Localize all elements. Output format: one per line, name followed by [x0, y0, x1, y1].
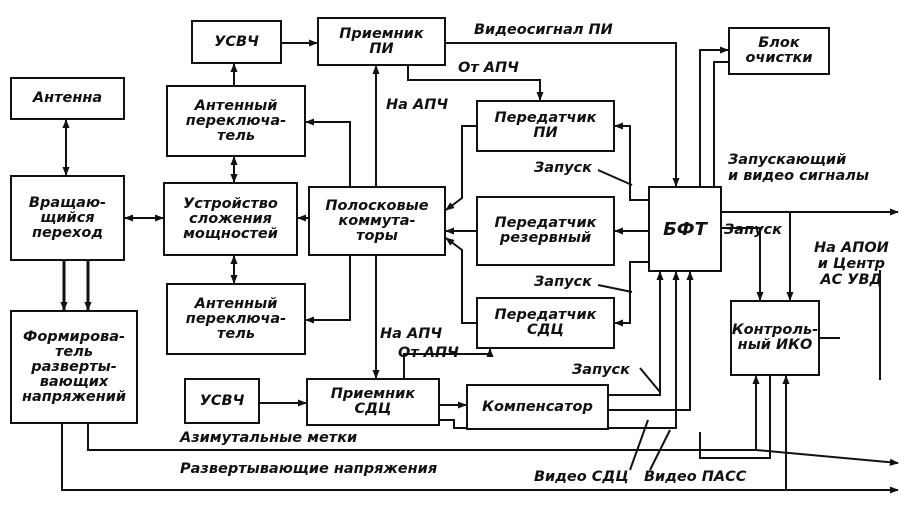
compensator-block: Компенсатор: [466, 384, 609, 430]
trigger-bottom-label: Запуск: [572, 362, 630, 378]
trigger-right-label: Запуск: [724, 222, 782, 238]
sweep-voltages-label: Развертывающие напряжения: [180, 461, 438, 477]
bft-block: БФТ: [648, 186, 722, 272]
azimuth-marks-label: Азимутальные метки: [180, 430, 358, 446]
antenna-block: Антенна: [10, 77, 125, 120]
from-afc-bottom-label: От АПЧ: [398, 345, 459, 361]
transmitter-sdc-block: Передатчик СДЦ: [476, 297, 615, 349]
rotary-joint-block: Вращаю- щийся переход: [10, 175, 125, 261]
transmitter-pi-block: Передатчик ПИ: [476, 100, 615, 152]
transmitter-reserve-block: Передатчик резервный: [476, 196, 615, 266]
trigger-top-label: Запуск: [534, 160, 592, 176]
from-afc-top-label: От АПЧ: [458, 60, 519, 76]
power-combiner-block: Устройство сложения мощностей: [163, 182, 298, 256]
receiver-pi-block: Приемник ПИ: [317, 17, 446, 66]
cleanup-unit-block: Блок очистки: [728, 27, 830, 75]
sweep-generator-block: Формирова- тель разверты- вающих напряже…: [10, 310, 138, 424]
usvch-top-block: УСВЧ: [191, 20, 282, 64]
trigger-video-signals-label: Запускающий и видео сигналы: [728, 152, 869, 184]
to-apoi-label: На АПОИ и Центр АС УВД: [814, 240, 889, 288]
video-signal-pi-label: Видеосигнал ПИ: [474, 22, 613, 38]
to-afc-top-label: На АПЧ: [386, 97, 449, 113]
to-afc-bottom-label: На АПЧ: [380, 326, 443, 342]
control-iko-block: Контроль- ный ИКО: [730, 300, 820, 376]
strip-switches-block: Полосковые коммута- торы: [308, 186, 446, 256]
antenna-switch-top-block: Антенный переключа- тель: [166, 85, 306, 157]
usvch-bottom-block: УСВЧ: [184, 378, 260, 424]
antenna-switch-bottom-block: Антенный переключа- тель: [166, 283, 306, 355]
video-sdc-label: Видео СДЦ: [534, 469, 629, 485]
receiver-sdc-block: Приемник СДЦ: [306, 378, 440, 426]
trigger-mid-label: Запуск: [534, 274, 592, 290]
video-pass-label: Видео ПАСС: [644, 469, 747, 485]
